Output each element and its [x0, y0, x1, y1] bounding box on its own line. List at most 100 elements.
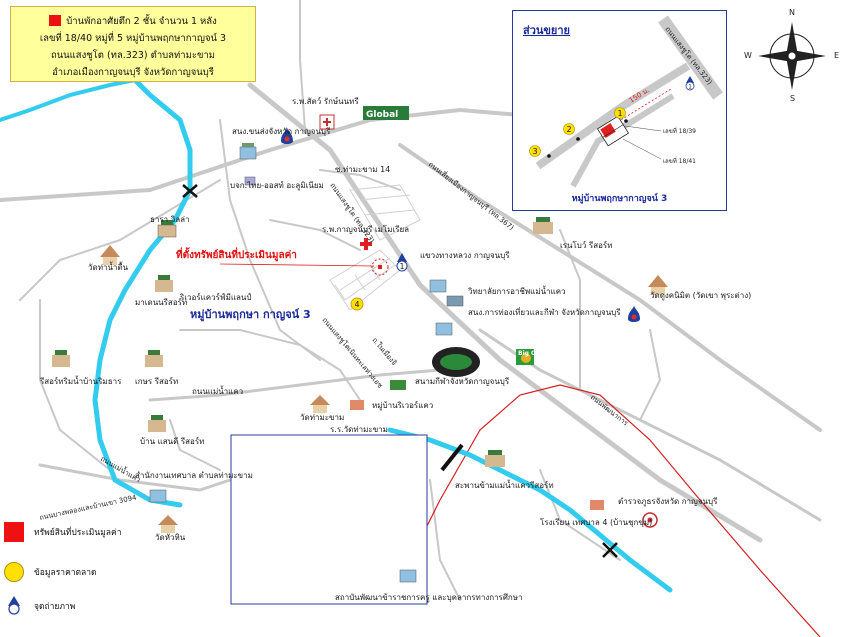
house-icon — [100, 245, 120, 265]
house-icon — [157, 220, 177, 238]
inset-caption: หมู่บ้านพฤกษากาญจน์ 3 — [571, 194, 668, 204]
label-village: หมู่บ้านพฤกษา กาญจน์ 3 — [190, 308, 311, 322]
camera-point-label: 1 — [399, 262, 404, 271]
legend-row-camera: จุดถ่ายภาพ — [4, 596, 75, 616]
river-kwae — [92, 77, 193, 508]
title-line-3: ถนนแสงชูโต (ทล.323) ตำบลท่ามะขาม — [50, 50, 216, 61]
label-bansanti: บ้าน แสนดี รีสอร์ท — [140, 436, 204, 446]
inset-lot-plan — [596, 115, 630, 147]
inset-enlarged-view: ส่วนขยาย 150 ม. ถนนแสงชูโต (ทล.323) เลขท… — [512, 10, 727, 211]
road-bypass — [398, 143, 822, 432]
house-icon — [244, 176, 256, 186]
inset-marker-2 — [563, 123, 575, 135]
market-marker-4 — [350, 297, 364, 311]
road-center-loop — [179, 329, 361, 401]
label-institute: สถาบันพัฒนาข้าราชการครู และบุคลากรทางการ… — [335, 593, 523, 603]
inset-marker-1-dot — [624, 119, 628, 123]
label-soi-14: ซ.ท่ามะขาม 14 — [335, 165, 390, 174]
compass-n: N — [789, 8, 795, 17]
house-icon — [52, 350, 70, 367]
title-line-1-text: บ้านพักอาศัยตึก 2 ชั้น จำนวน 1 หลัง — [66, 16, 217, 27]
road-soi2 — [269, 219, 361, 251]
compass-rose: N S E W — [742, 8, 842, 104]
label-highways: แขวงทางหลวง กาญจนบุรี — [420, 251, 510, 260]
legend-row-subject: ทรัพย์สินที่ประเมินมูลค่า — [4, 522, 121, 542]
bridge-south — [602, 542, 618, 558]
label-subject: ที่ตั้งทรัพย์สินที่ประเมินมูลค่า — [176, 247, 297, 262]
label-subdistrict-office: สำนักงานเทศบาล ตำบลท่ามะขาม — [135, 471, 253, 480]
label-transport-office: สนง.ขนส่งจังหวัด กาญจนบุรี — [232, 127, 331, 136]
compass-e: E — [834, 51, 840, 60]
house-icon — [310, 395, 330, 413]
subject-square-icon — [49, 15, 62, 26]
yellow-circle-icon — [4, 562, 24, 582]
label-wat-thamakham: วัดท่ามะขาม — [300, 413, 344, 422]
inset-lot-a-leader — [624, 125, 662, 132]
subject-location-circle — [371, 258, 389, 276]
house-icon — [155, 275, 173, 292]
label-hospital: ร.พ.กาญจนบุรี เมโมเรียล — [322, 224, 409, 234]
house-icon — [145, 350, 163, 367]
inset-marker-2-label: 2 — [566, 125, 571, 134]
inset-lot-a: เลขที่ 18/39 — [663, 127, 696, 135]
label-school-4: โรงเรียน เทศบาล 4 (บ้านชุกขุ่ม) — [540, 517, 652, 527]
label-stadium: สนามกีฬาจังหวัดกาญจนบุรี — [415, 377, 510, 386]
inset-road-main — [658, 15, 723, 100]
legend-label-market: ข้อมูลราคาตลาด — [34, 568, 97, 578]
house-icon — [648, 275, 668, 295]
house-icon — [429, 279, 447, 293]
house-icon — [533, 217, 553, 234]
house-icon — [149, 489, 167, 503]
inset-title: ส่วนขยาย — [523, 24, 570, 37]
road-soi3 — [319, 169, 401, 191]
label-river-village: หมู่บ้านริเวอร์แคว — [372, 400, 433, 411]
house-icon — [435, 322, 453, 336]
subject-location-marker — [378, 265, 382, 269]
compass-icon — [758, 22, 826, 90]
big-c-logo — [516, 349, 534, 365]
label-agri-college: วิทยาลัยการอาชีพแม่น้ำแคว — [467, 285, 565, 296]
inset-road-soi — [535, 62, 691, 170]
road-east-branch2 — [639, 329, 661, 421]
fuel-icon — [628, 305, 640, 322]
label-vet-hospital: ร.พ.สัตว์ รักษ์นนทรี — [292, 96, 359, 106]
label-wat-hua-hin: วัดหัวหิน — [155, 533, 186, 542]
house-icon — [239, 143, 257, 160]
road-south-branch — [429, 479, 461, 601]
inset-camera-label: 1 — [688, 84, 692, 91]
label-road-sapphan: ถนนบางพลองและบ้านเขา 3094 — [39, 493, 138, 522]
house-icon — [350, 400, 364, 410]
house-icon — [390, 380, 406, 390]
label-bridge-resort: สะพานข้ามแม่น้ำแควรีสอร์ท — [455, 479, 554, 490]
inset-lot-b-leader — [622, 138, 662, 160]
village-grid — [329, 184, 421, 311]
legend-row-market: ข้อมูลราคาตลาด — [4, 562, 97, 582]
road-soi — [219, 119, 321, 361]
house-icon — [158, 515, 178, 533]
building-icons — [52, 106, 668, 583]
label-riverside-resort: รีสอร์ทริมน้ำบ้านริมธาร — [39, 375, 122, 386]
camera-point-icon: 1 — [396, 253, 408, 272]
road-saengchuto — [247, 82, 763, 543]
house-icon — [446, 295, 464, 307]
label-mountain-resort: มาเดนนรีสอร์ท — [135, 297, 187, 307]
inset-map: 150 ม. ถนนแสงชูโต (ทล.323) เลขที่ 18/39 … — [529, 15, 723, 188]
label-kesorn-resort: เกษร รีสอร์ท — [135, 376, 178, 386]
label-bkk-tai: บจก.ไทย-ออสท์ อะลูมิเนียม — [230, 180, 324, 191]
title-line-4: อำเภอเมืองกาญจนบุรี จังหวัดกาญจนบุรี — [52, 67, 214, 78]
label-road-bypass: ถนนเลี่ยงเมืองกาญจนบุรี (ทล.367) — [427, 159, 516, 232]
label-mae-nam-road: ถนนแม่น้ำแคว — [192, 385, 243, 396]
inset-camera-icon: 1 — [685, 76, 695, 91]
title-line-2: เลขที่ 18/40 หมู่ที่ 5 หมู่บ้านพฤกษากาญจ… — [39, 33, 227, 44]
road-center-down — [169, 419, 221, 471]
railway — [409, 384, 821, 637]
house-icon — [590, 500, 604, 510]
bridge-east — [440, 443, 464, 472]
label-rainbow-resort: เรนโบว์ รีสอร์ท — [560, 240, 612, 250]
subject-leader-line — [219, 263, 375, 267]
red-square-icon — [4, 522, 24, 542]
label-tourism-office: สนง.การท่องเที่ยวและกีฬา จังหวัดกาญจนบุร… — [468, 306, 621, 317]
unmapped-area-frame — [230, 434, 428, 605]
compass-s: S — [790, 94, 796, 103]
